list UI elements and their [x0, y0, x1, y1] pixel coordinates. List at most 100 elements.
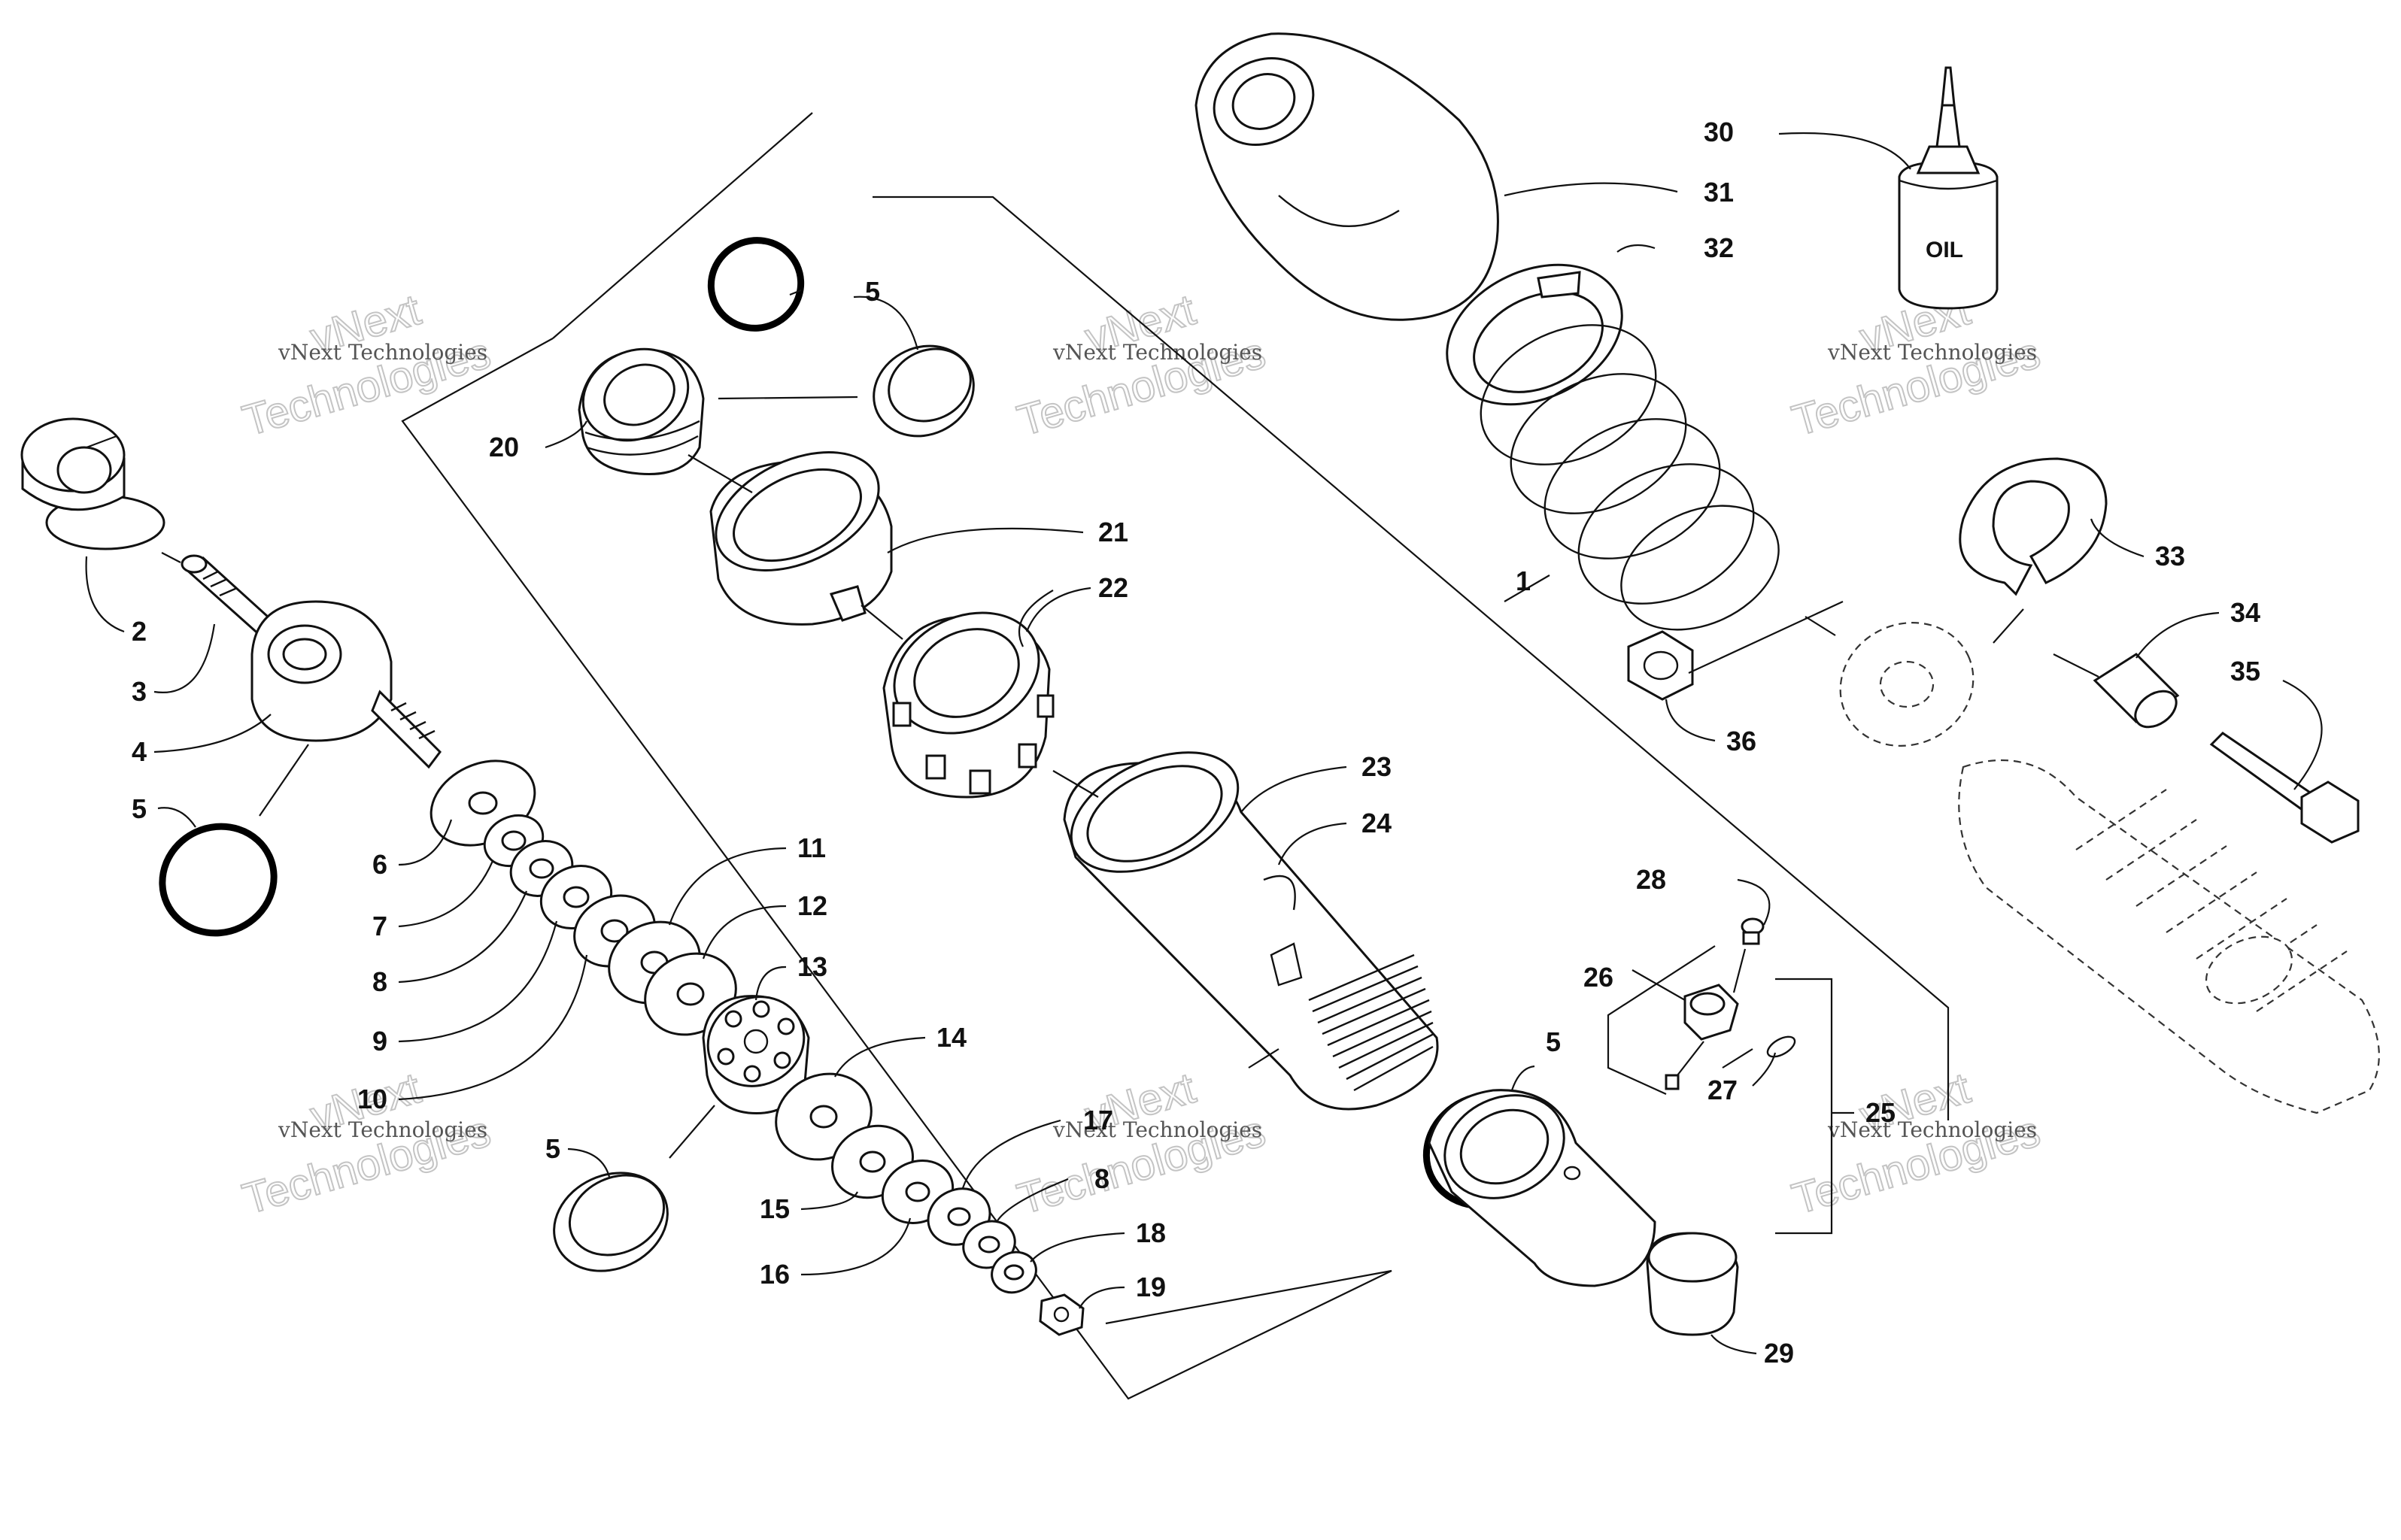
leader-26-to-pin	[1677, 1041, 1704, 1076]
leader-29	[1710, 1334, 1757, 1355]
leader-13	[754, 966, 787, 1001]
leader-10	[398, 954, 588, 1101]
callout-28: 28	[1636, 864, 1666, 895]
callout-25: 25	[1865, 1097, 1896, 1128]
callout-32: 32	[1704, 232, 1734, 263]
leader-16	[800, 1217, 912, 1276]
callout-1: 1	[1516, 565, 1531, 596]
callout-36: 36	[1726, 726, 1756, 756]
leader-34	[2135, 611, 2220, 659]
part-31-spring-cover	[1194, 32, 1499, 321]
callout-35: 35	[2230, 656, 2260, 687]
leader-6	[398, 819, 453, 866]
leader-5-bottom	[567, 1147, 611, 1178]
callout-15: 15	[760, 1193, 790, 1224]
leader-20	[545, 420, 587, 449]
watermark-small-text: vNext Technologies	[278, 1117, 487, 1142]
callout-4: 4	[132, 736, 147, 767]
leader-28	[1737, 878, 1771, 926]
leader-clip-to-ghost	[1993, 608, 2024, 644]
part-18-washer	[991, 1250, 1037, 1294]
part-23-24-shock-body	[1063, 751, 1439, 1111]
callout-5: 5	[545, 1133, 560, 1164]
callout-23: 23	[1361, 751, 1392, 782]
part-34-sleeve	[2093, 653, 2180, 729]
leader-11	[668, 847, 787, 926]
watermark-top-right: Technologies vNext vNext Technologies	[1786, 284, 2046, 446]
part-5-band-top	[873, 344, 975, 438]
leader-4	[153, 714, 272, 753]
leader-22b	[1018, 590, 1054, 647]
part-2-bushing	[20, 417, 165, 550]
leader-7	[398, 860, 494, 928]
leader-12	[702, 905, 787, 959]
part-21-sleeve	[709, 451, 893, 626]
callout-34: 34	[2230, 597, 2260, 628]
part-19-nut	[1039, 1293, 1085, 1336]
part-22-retainer-nut	[882, 611, 1055, 799]
part-5-band-bottom	[553, 1172, 669, 1272]
leader-26	[1632, 969, 1686, 1001]
part-25-lower-eyelet	[1428, 1089, 1656, 1287]
callout-19: 19	[1136, 1272, 1166, 1302]
leader-5-top	[853, 296, 919, 350]
callout-14: 14	[936, 1022, 967, 1053]
leader-27	[1752, 1052, 1777, 1087]
callout-21: 21	[1098, 517, 1128, 547]
assembled-shock-ghost-view	[1839, 622, 2380, 1114]
watermark-small-text: vNext Technologies	[1052, 1117, 1262, 1142]
leader-2	[85, 556, 125, 633]
watermark-small-text: vNext Technologies	[1827, 1117, 2037, 1142]
part-29-bushing	[1646, 1232, 1739, 1336]
leader-21-to-22	[861, 605, 903, 640]
leader-22a	[1025, 587, 1091, 632]
callout-numbers: 1 2 3 4 5 5 5 5 6 7 8 8 9 10 11 12 13 14…	[132, 117, 2260, 1369]
callout-5: 5	[865, 276, 880, 307]
leader-bracket-top	[552, 112, 813, 339]
callout-12: 12	[797, 890, 827, 921]
part-35-bolt	[2209, 732, 2360, 844]
leader-2-to-3	[161, 552, 181, 563]
leader-36	[1665, 699, 1716, 742]
leader-30	[1778, 132, 1911, 170]
leader-lines	[85, 112, 2323, 1355]
bracket-reservoir-25	[1775, 978, 1854, 1235]
part-13-piston	[702, 995, 810, 1114]
callout-11: 11	[797, 832, 826, 863]
watermark-small-text: vNext Technologies	[1052, 340, 1262, 365]
leader-13-to-band	[669, 1105, 715, 1159]
bracket-assembly-1	[873, 196, 1950, 1120]
callout-18: 18	[1136, 1217, 1166, 1248]
leader-17	[961, 1119, 1061, 1189]
callout-8: 8	[1094, 1163, 1109, 1194]
bracket-valve-26	[1607, 945, 1716, 1096]
part-20-seal-head	[578, 347, 705, 476]
leader-body-to-eyelet	[1248, 1048, 1279, 1069]
callout-26: 26	[1583, 962, 1613, 993]
leader-23	[1240, 765, 1347, 813]
leader-27-ring	[1722, 1048, 1753, 1069]
callout-16: 16	[760, 1259, 790, 1290]
leader-35	[2282, 680, 2323, 790]
callout-24: 24	[1361, 808, 1392, 838]
part-27-o-ring	[1766, 1035, 1796, 1058]
watermark-top-left: Technologies vNext vNext Technologies	[237, 284, 496, 446]
part-36-nut	[1627, 630, 1694, 701]
callout-3: 3	[132, 676, 147, 707]
callout-29: 29	[1764, 1338, 1794, 1369]
callout-6: 6	[372, 849, 387, 880]
leader-28-to-26	[1732, 948, 1747, 993]
leader-32	[1616, 244, 1656, 253]
watermark-top-center: Technologies vNext vNext Technologies	[1012, 284, 1271, 446]
callout-31: 31	[1704, 177, 1734, 208]
part-30-oil-bottle: OIL	[1898, 66, 1999, 310]
watermark-bottom-center: Technologies vNext vNext Technologies	[1012, 1063, 1271, 1224]
leader-21	[887, 527, 1084, 553]
part-32-coil-spring	[1446, 263, 1780, 631]
part-28-screw	[1741, 917, 1765, 945]
leader-20-to-21	[688, 454, 753, 493]
callout-27: 27	[1707, 1075, 1738, 1105]
leader-22-to-23	[1052, 770, 1099, 798]
callout-13: 13	[797, 951, 827, 982]
leader-31	[1504, 182, 1678, 197]
